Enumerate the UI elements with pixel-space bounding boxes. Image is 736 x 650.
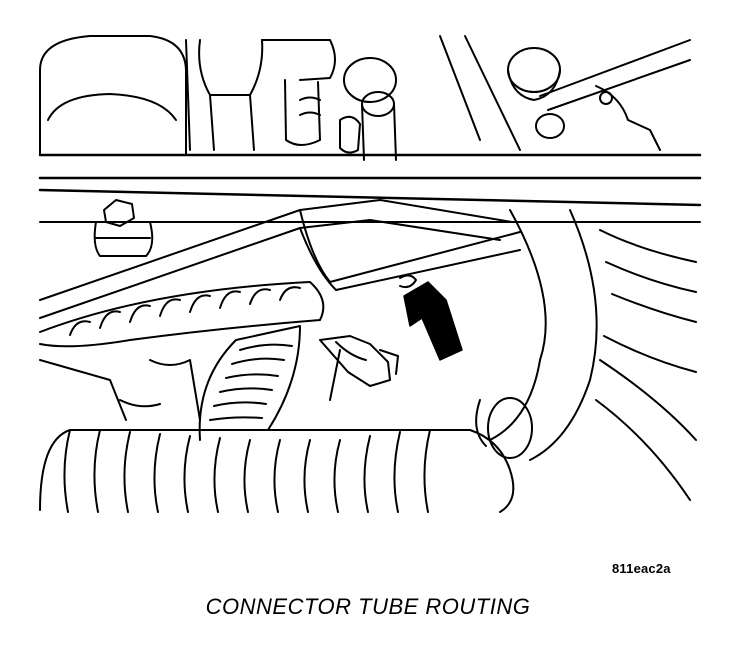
- engine-bay-line-drawing: [38, 35, 702, 513]
- upper-center-fittings: [261, 39, 397, 161]
- callout-arrow: [403, 281, 463, 361]
- figure-caption: CONNECTOR TUBE ROUTING: [205, 594, 531, 619]
- figure-code: 811eac2a: [612, 561, 671, 576]
- mounting-bolt: [93, 199, 154, 257]
- corrugated-hose-vertical: [198, 325, 301, 441]
- upper-right-components: [439, 35, 691, 151]
- frame-crossmember: [38, 153, 702, 223]
- corrugated-hose-upper: [39, 281, 325, 348]
- lower-left-lines: [39, 359, 201, 421]
- tube-clip: [319, 335, 399, 401]
- corrugated-hose-bottom: [39, 429, 515, 513]
- right-ribbed-panel: [595, 229, 697, 501]
- large-hose-right: [475, 209, 598, 461]
- upper-left-housing: [39, 35, 264, 156]
- connector-tube: [39, 199, 521, 319]
